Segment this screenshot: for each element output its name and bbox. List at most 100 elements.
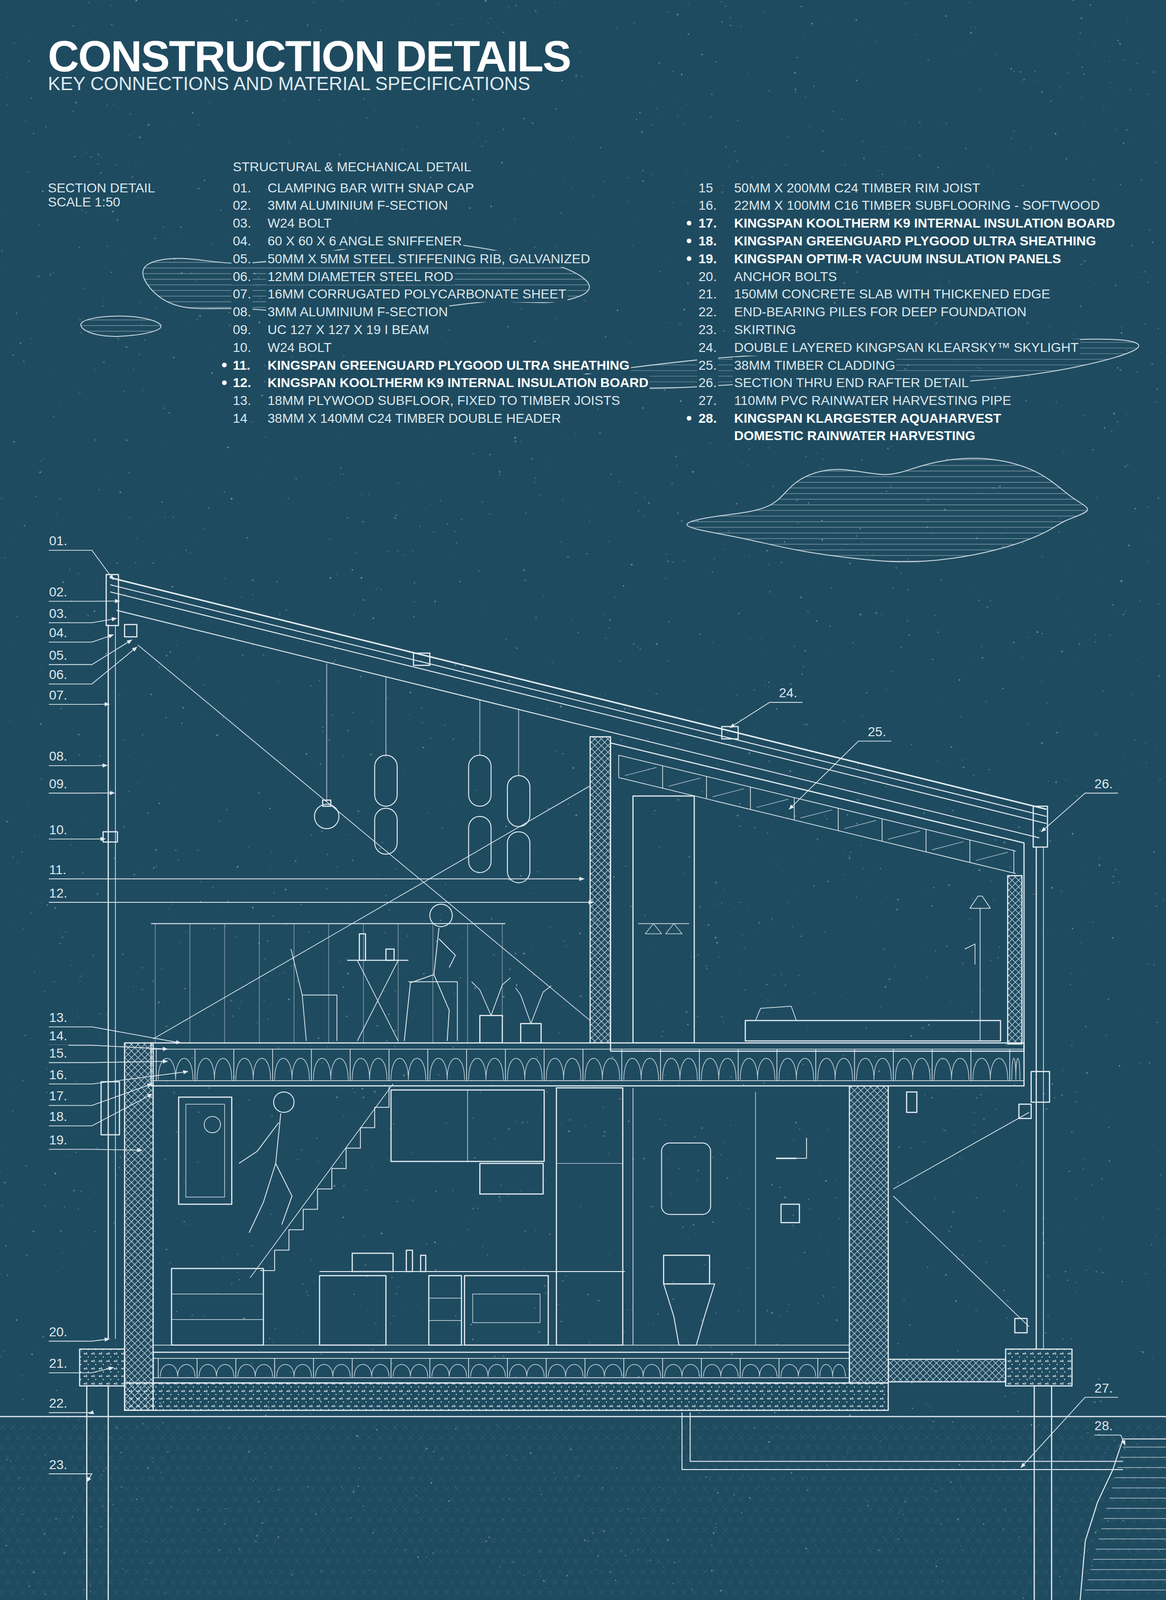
speckle	[797, 974, 799, 976]
speckle	[620, 739, 622, 742]
speckle	[823, 448, 825, 450]
speckle	[1101, 1178, 1103, 1181]
speckle	[1041, 556, 1044, 558]
speckle	[959, 48, 961, 51]
speckle	[341, 1162, 343, 1165]
speckle	[128, 472, 131, 474]
speckle	[110, 271, 113, 274]
speckle	[618, 481, 620, 483]
speckle	[222, 717, 224, 719]
speckle	[5, 1245, 8, 1248]
speckle	[135, 562, 137, 564]
speckle	[958, 1157, 960, 1159]
speckle	[97, 163, 99, 165]
speckle	[515, 1119, 518, 1122]
speckle	[670, 1193, 672, 1195]
speckle	[854, 466, 857, 469]
speckle	[981, 1293, 982, 1295]
speckle	[359, 922, 361, 924]
speckle	[514, 440, 517, 443]
speckle	[807, 502, 810, 504]
speckle	[1027, 723, 1029, 725]
speckle	[212, 1014, 215, 1016]
speckle	[577, 89, 579, 91]
speckle	[578, 1079, 581, 1081]
speckle	[989, 880, 992, 883]
speckle	[454, 312, 456, 314]
speckle	[336, 866, 338, 868]
speckle	[843, 282, 845, 284]
speckle	[86, 930, 88, 932]
speckle	[821, 150, 824, 153]
speckle	[6, 104, 8, 106]
speckle	[529, 893, 531, 895]
speckle	[137, 196, 139, 199]
speckle	[1102, 690, 1104, 692]
speckle	[117, 337, 120, 340]
speckle	[357, 810, 360, 813]
speckle	[622, 585, 625, 587]
speckle	[422, 973, 425, 975]
speckle	[519, 843, 521, 845]
speckle	[603, 181, 605, 183]
speckle	[403, 773, 405, 775]
speckle	[397, 550, 399, 553]
speckle	[903, 1311, 905, 1313]
speckle	[877, 169, 879, 171]
speckle	[55, 981, 57, 983]
speckle	[133, 874, 136, 876]
speckle	[263, 1000, 265, 1002]
speckle	[114, 858, 116, 860]
speckle	[969, 583, 971, 585]
speckle	[136, 537, 138, 539]
speckle	[773, 974, 775, 976]
speckle	[1152, 1144, 1154, 1146]
speckle	[1004, 1043, 1007, 1046]
speckle	[322, 1062, 323, 1064]
speckle	[676, 115, 679, 117]
speckle	[219, 1055, 221, 1057]
speckle	[1079, 662, 1081, 664]
speckle	[158, 1001, 161, 1004]
speckle	[132, 986, 135, 988]
speckle	[1058, 517, 1060, 519]
speckle	[320, 1354, 323, 1356]
speckle	[688, 856, 691, 858]
speckle	[13, 441, 15, 443]
speckle	[1163, 1264, 1165, 1266]
speckle	[816, 838, 819, 841]
speckle	[787, 1304, 790, 1307]
speckle	[729, 683, 731, 685]
speckle	[723, 767, 726, 770]
speckle	[294, 860, 297, 862]
speckle	[561, 499, 564, 502]
speckle	[1136, 659, 1139, 661]
speckle	[1082, 125, 1084, 127]
speckle	[396, 911, 398, 913]
speckle	[970, 27, 972, 29]
speckle	[775, 864, 777, 866]
speckle	[163, 1004, 165, 1006]
speckle	[508, 680, 510, 682]
speckle	[1109, 634, 1111, 637]
speckle	[846, 814, 849, 816]
speckle	[657, 1313, 660, 1316]
speckle	[404, 1258, 406, 1260]
speckle	[572, 767, 575, 770]
speckle	[637, 510, 639, 513]
speckle	[555, 751, 558, 753]
speckle	[13, 42, 16, 45]
speckle	[973, 774, 975, 776]
speckle	[749, 638, 751, 640]
speckle	[784, 1069, 786, 1071]
speckle	[844, 164, 846, 167]
speckle	[1120, 580, 1122, 583]
speckle	[890, 486, 892, 488]
speckle	[804, 1252, 806, 1254]
speckle	[849, 1414, 852, 1417]
speckle	[694, 1136, 696, 1138]
speckle	[471, 1339, 474, 1342]
speckle	[353, 1091, 356, 1094]
speckle	[106, 1014, 108, 1016]
speckle	[751, 933, 754, 936]
